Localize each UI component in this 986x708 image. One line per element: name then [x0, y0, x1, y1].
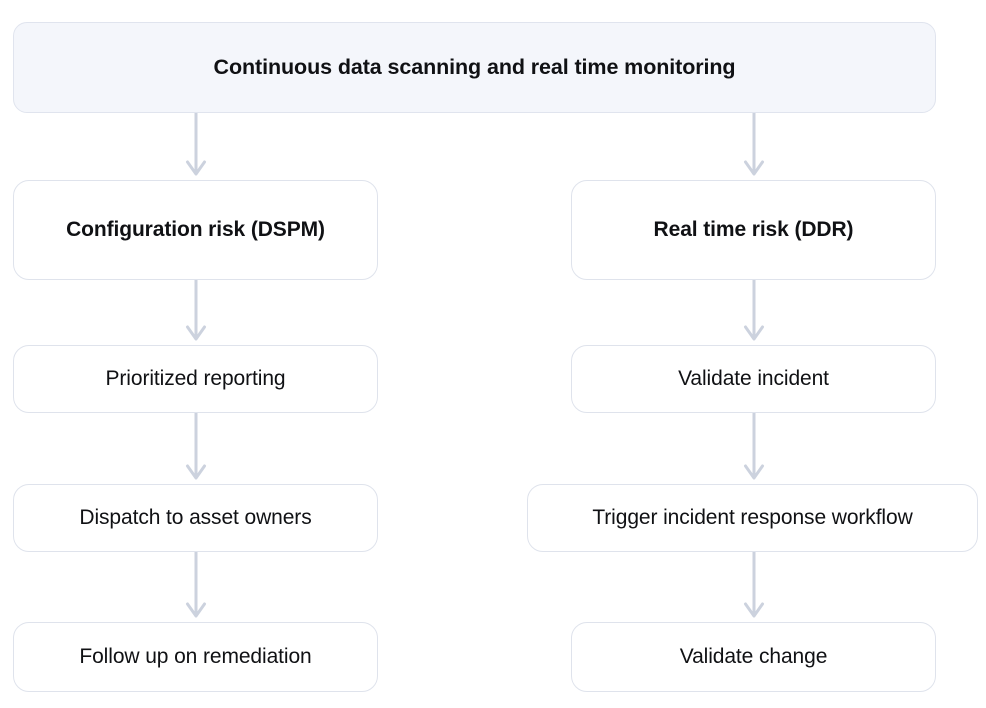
node-trigger-incident-response-workflow: Trigger incident response workflow: [527, 484, 978, 552]
arrow-header-to-real-time-risk: [741, 113, 767, 180]
node-follow-up-on-remediation: Follow up on remediation: [13, 622, 378, 692]
arrow-trigger-workflow-to-validate-change: [741, 552, 767, 622]
node-continuous-data-scanning: Continuous data scanning and real time m…: [13, 22, 936, 113]
arrow-prioritized-reporting-to-dispatch: [183, 413, 209, 484]
node-dispatch-to-asset-owners: Dispatch to asset owners: [13, 484, 378, 552]
node-validate-change: Validate change: [571, 622, 936, 692]
arrow-dispatch-to-follow-up: [183, 552, 209, 622]
node-real-time-risk-ddr: Real time risk (DDR): [571, 180, 936, 280]
arrow-validate-incident-to-trigger-workflow: [741, 413, 767, 484]
arrow-real-time-risk-to-validate-incident: [741, 280, 767, 345]
node-prioritized-reporting: Prioritized reporting: [13, 345, 378, 413]
arrow-header-to-configuration-risk: [183, 113, 209, 180]
node-configuration-risk-dspm: Configuration risk (DSPM): [13, 180, 378, 280]
arrow-configuration-risk-to-prioritized-reporting: [183, 280, 209, 345]
node-validate-incident: Validate incident: [571, 345, 936, 413]
